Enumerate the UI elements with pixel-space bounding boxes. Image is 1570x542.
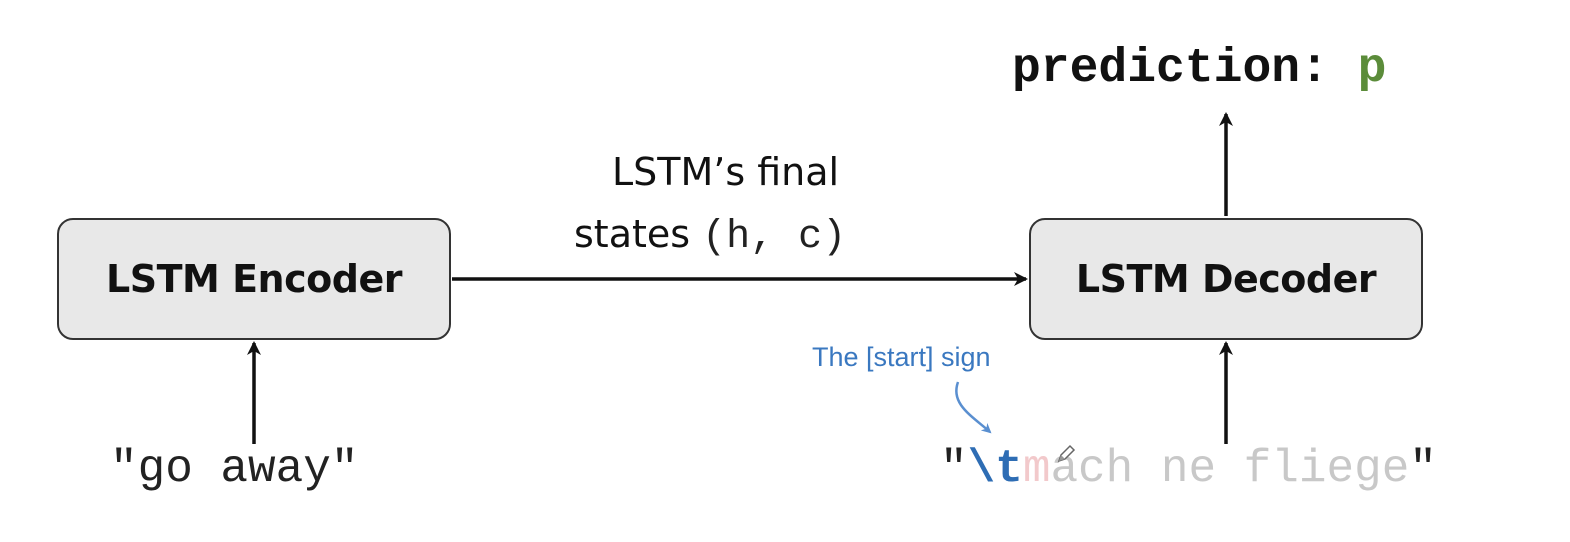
pencil-cursor-icon — [1057, 444, 1076, 463]
decoder-input-close-quote: " — [1409, 443, 1437, 495]
prediction-label: prediction: — [1012, 42, 1329, 96]
encoder-label: LSTM Encoder — [106, 257, 402, 301]
states-caption-line2: states (h, c) — [574, 212, 846, 260]
annotation-pointer — [955, 381, 992, 434]
decoder-label: LSTM Decoder — [1075, 257, 1377, 301]
states-caption-line1: LSTM’s final — [612, 150, 840, 194]
decoder-input-rest: ach ne fliege — [1050, 443, 1410, 495]
decoder-input-open-quote: " — [940, 443, 968, 495]
encoder-box: LSTM Encoder — [57, 218, 451, 340]
decoder-box: LSTM Decoder — [1029, 218, 1423, 340]
decoder-input-highlight: m — [1022, 443, 1051, 495]
start-sign-annotation: The [start] sign — [812, 342, 991, 372]
start-token: \t — [967, 443, 1023, 495]
prediction-value: p — [1357, 42, 1387, 96]
prediction-output: prediction: p — [1012, 42, 1386, 96]
states-variables: (h, c) — [702, 215, 847, 260]
decoder-input-text: "\tmach ne fliege" — [940, 443, 1437, 495]
encoder-input-text: "go away" — [110, 443, 359, 495]
states-caption-text: states — [574, 212, 691, 256]
